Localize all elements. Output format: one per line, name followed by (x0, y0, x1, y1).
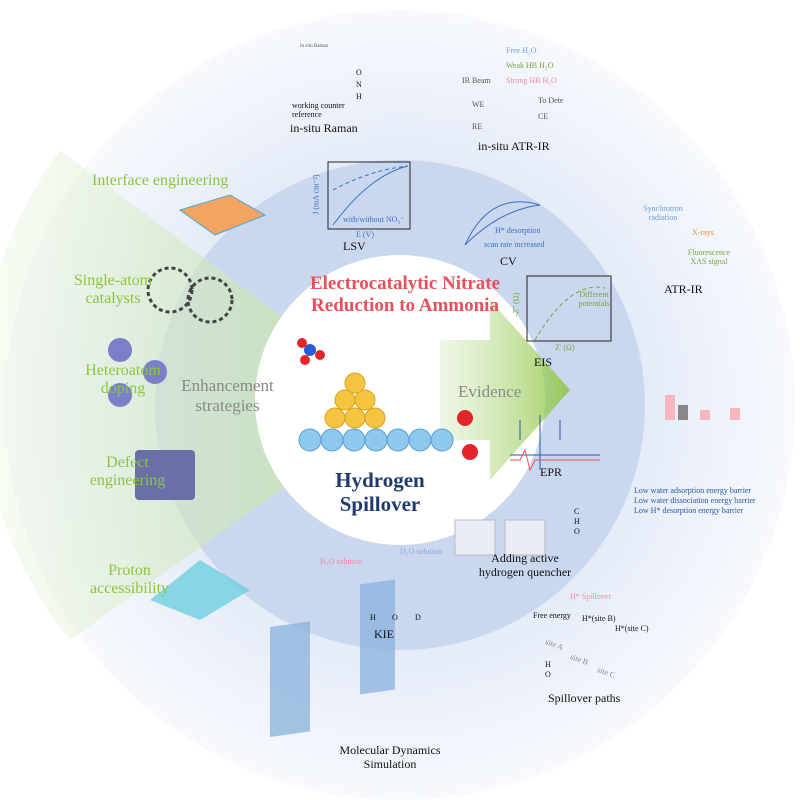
lsv-curve (332, 165, 409, 226)
barrier-water-adsorption: Low water adsorption energy barrier (634, 486, 752, 495)
eis-label: EIS (534, 355, 552, 369)
cv-note: scan rate increased (484, 240, 545, 249)
kie-label: KIE (374, 627, 394, 641)
center-title: Electrocatalytic Nitrate Reduction to Am… (309, 273, 501, 316)
kie-legend-o: O (392, 613, 398, 622)
ce-note: CE (538, 112, 549, 121)
atr-ir-label: ATR-IR (664, 282, 703, 296)
cv-note: H* desorption (495, 226, 541, 235)
weak-hb-note: Weak HB H₂O (506, 61, 554, 70)
quencher-legend-c: C (574, 507, 580, 516)
eis-frame (526, 275, 612, 342)
cv-curve (464, 201, 541, 246)
strategy-illustrations (108, 194, 267, 620)
raman-note: reference (292, 110, 322, 119)
strategy-proton-accessibility: Proton accessibility (89, 562, 170, 598)
eis-xlabel: Z' (Ω) (555, 343, 575, 352)
detector-note: To Dete (538, 96, 564, 105)
raman-instrument: In situ Raman (300, 44, 329, 49)
quencher-legend-h: H (574, 517, 580, 526)
lsv-dashed-curve (332, 165, 409, 191)
strategy-single-atom-catalysts: Single-atom catalysts (73, 272, 153, 308)
free-energy-note: Free energy (533, 611, 571, 620)
xrays-note: X-rays (692, 228, 714, 237)
re-note: RE (472, 122, 483, 131)
raman-label: in-situ Raman (290, 121, 358, 135)
cv-label: CV (500, 254, 517, 268)
lsv-note: with/without NO₃⁻ (343, 215, 405, 224)
md-label: Molecular Dynamics Simulation (339, 743, 441, 771)
raman-legend-n: N (356, 80, 362, 89)
center-circle (255, 255, 545, 545)
h-spillover-note: H* Spillover (570, 592, 612, 601)
site-b-energy: H*(site B) (582, 614, 616, 623)
lsv-xlabel: E (V) (356, 230, 374, 239)
free-water-note: Free H₂O (506, 46, 537, 55)
enhancement-strategies-label: Enhancement strategies (181, 376, 274, 415)
strategy-interface-engineering: Interface engineering (92, 172, 229, 189)
evidence-arrow (440, 300, 570, 480)
strategy-heteroatom-doping: Heteroatom doping (85, 362, 161, 398)
strong-hb-note: Strong HB H₂O (506, 76, 557, 85)
spillover-legend-o: O (545, 670, 551, 679)
synchrotron-note: Synchrotron radiation (643, 204, 683, 223)
barrier-water-dissociation: Low water dissociation energy barrier (634, 496, 756, 505)
ir-beam-note: IR Beam (462, 76, 491, 85)
catalyst-spheres (297, 338, 478, 460)
raman-legend-o: O (356, 68, 362, 77)
we-note: WE (472, 100, 485, 109)
center-subtitle: Hydrogen Spillover (335, 468, 425, 517)
raman-note: working counter (292, 101, 345, 110)
spillover-legend-h: H (545, 660, 551, 669)
evidence-label: Evidence (458, 382, 522, 401)
strategy-defect-engineering: Defect engineering (89, 454, 166, 490)
kie-legend-d: D (415, 613, 421, 622)
eis-note: Different potentials (578, 290, 610, 309)
barrier-h-desorption: Low H* desorption energy barrier (634, 506, 744, 515)
fluorescence-note: Fluorescence XAS signal (687, 248, 731, 267)
eis-curve (534, 286, 606, 341)
eis-ylabel: -Z'' (Ω) (511, 292, 521, 317)
epr-signal (510, 448, 600, 472)
lsv-label: LSV (343, 239, 366, 253)
kie-legend-h: H (370, 613, 376, 622)
epr-label: EPR (540, 465, 563, 479)
lsv-frame (327, 161, 411, 230)
epr-spectrum (510, 415, 600, 470)
lsv-ylabel: J (mA cm⁻²) (311, 174, 321, 215)
h2o-solution-note: H₂O solution (320, 557, 363, 566)
strategy-wedge (0, 150, 400, 640)
quencher-label: Adding active hydrogen quencher (478, 551, 572, 579)
atr-ir-insitu-label: in-situ ATR-IR (478, 139, 550, 153)
spillover-paths-label: Spillover paths (548, 691, 621, 705)
d2o-solution-note: D₂O solution (400, 547, 443, 556)
raman-legend-h: H (356, 92, 362, 101)
quencher-legend-o: O (574, 527, 580, 536)
site-c-energy: H*(site C) (615, 624, 649, 633)
